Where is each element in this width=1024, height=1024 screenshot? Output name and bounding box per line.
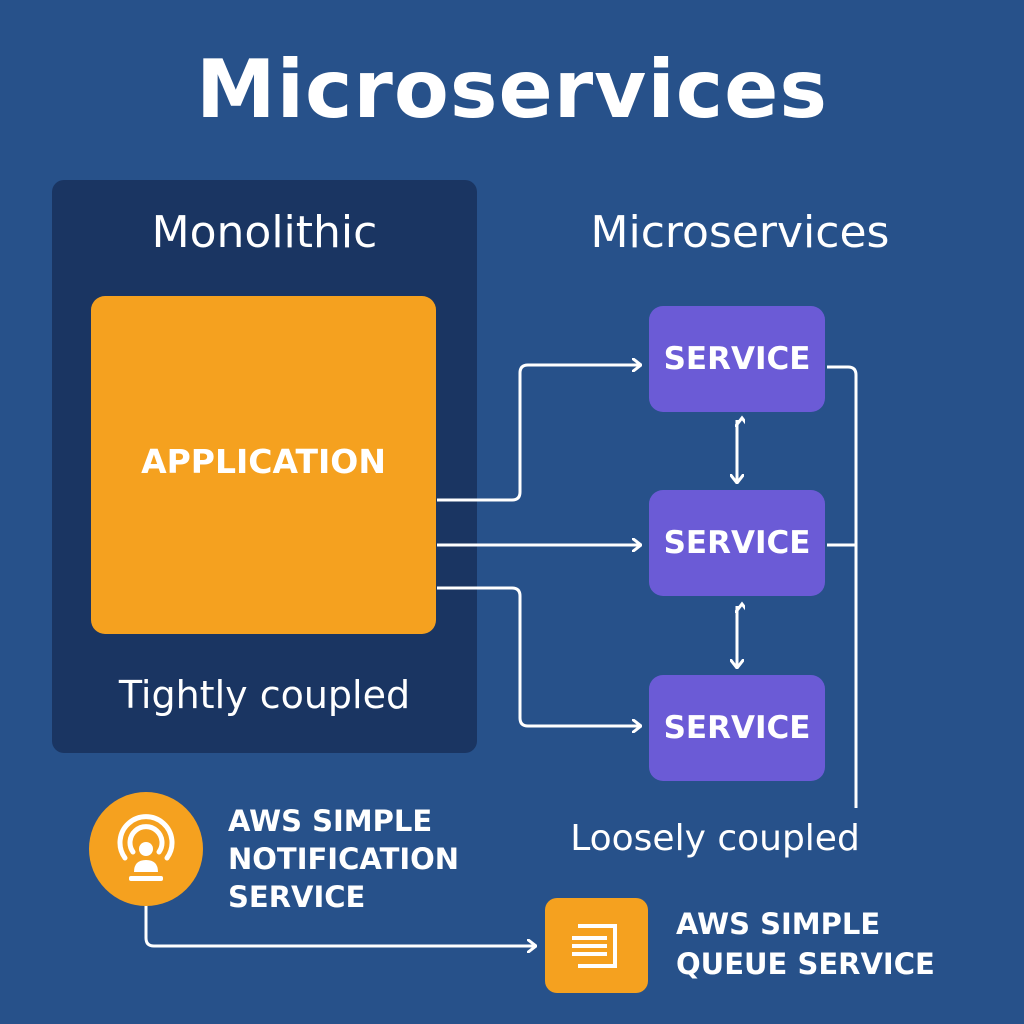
tightly-coupled-caption: Tightly coupled [118,673,411,717]
application-label: APPLICATION [141,442,386,481]
queue-icon [572,924,617,968]
sns-label-line-2: NOTIFICATION [228,842,460,876]
sns-badge [89,792,203,906]
sqs-badge [545,898,648,993]
sns-label-line-1: AWS SIMPLE [228,804,433,838]
page-title: Microservices [195,43,829,136]
sns-to-sqs-arrow [144,906,535,946]
monolithic-heading: Monolithic [151,207,378,258]
services-bracket [827,365,858,808]
sns-label-line-3: SERVICE [228,880,366,914]
sqs-label-line-2: QUEUE SERVICE [676,947,935,981]
app-to-service-3-arrow [437,586,640,726]
service-box-1: SERVICE [649,306,825,412]
sns-label: AWS SIMPLE NOTIFICATION SERVICE [228,802,488,916]
sqs-label: AWS SIMPLE QUEUE SERVICE [676,904,976,984]
app-to-service-1-arrow [437,365,640,502]
application-box: APPLICATION [91,296,436,634]
service-box-2: SERVICE [649,490,825,596]
microservices-heading: Microservices [590,207,890,258]
broadcast-person-icon [117,814,175,881]
loosely-coupled-caption: Loosely coupled [570,818,860,859]
sqs-label-line-1: AWS SIMPLE [676,907,881,941]
service-box-3: SERVICE [649,675,825,781]
